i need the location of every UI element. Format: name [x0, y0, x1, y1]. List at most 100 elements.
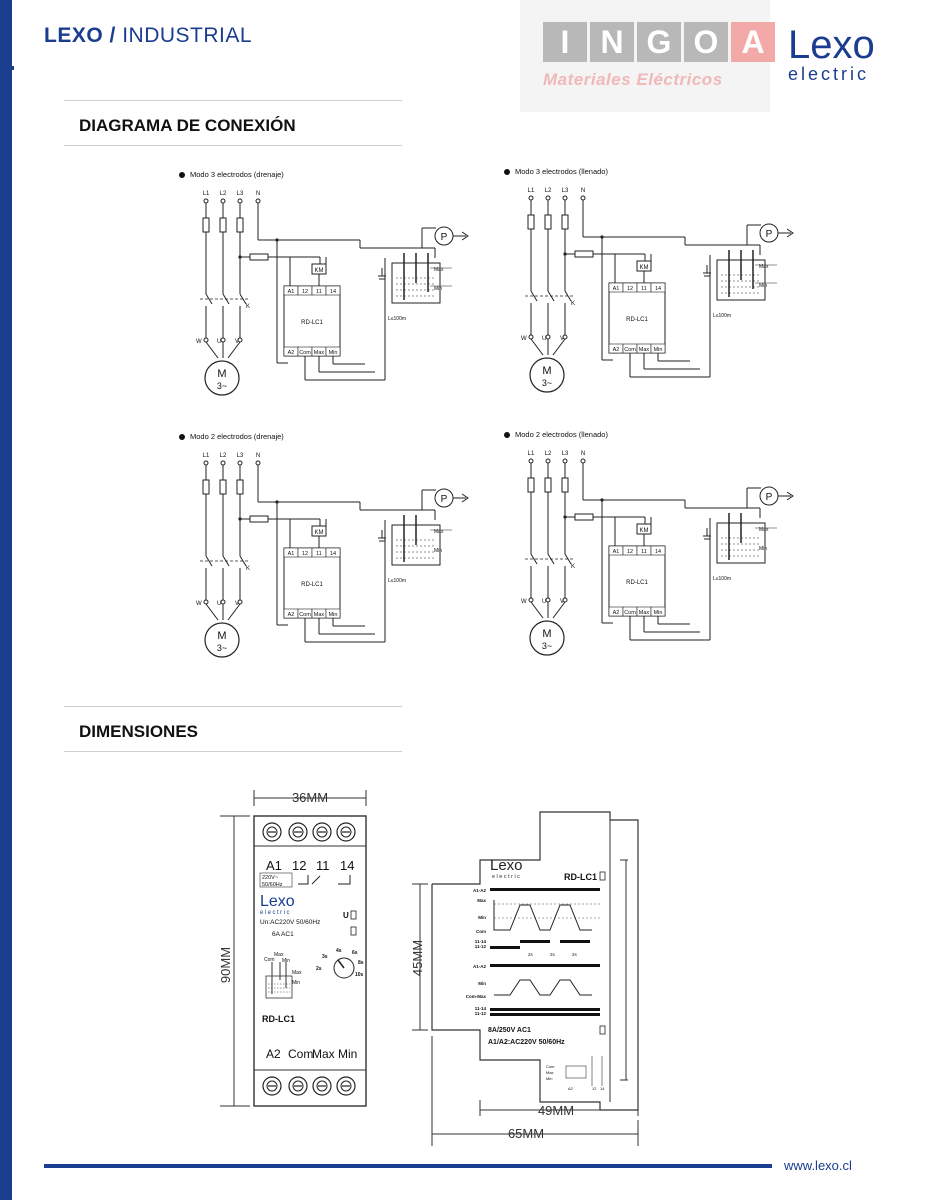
section-divider — [64, 145, 402, 146]
pump-label: P — [441, 232, 448, 243]
max-label: Max — [434, 529, 444, 535]
timing-label: Min — [478, 981, 486, 986]
ingo-letter: O — [684, 22, 728, 62]
terminal-icon — [203, 460, 209, 466]
timing-bar — [490, 888, 600, 891]
brand-title: LEXO / INDUSTRIAL — [44, 24, 253, 47]
timing-label: Com — [476, 929, 486, 934]
line-label: L3 — [237, 191, 244, 197]
timing-bar — [520, 940, 550, 943]
timing-label: Min — [478, 915, 486, 920]
relay-box — [283, 285, 341, 357]
ingo-letter: A — [731, 22, 775, 62]
phase-label: W — [196, 601, 202, 607]
timing-mark: 2s — [572, 952, 578, 957]
footer-url[interactable]: www.lexo.cl — [784, 1158, 852, 1173]
footer-accent-line — [44, 1164, 772, 1168]
dial-label: 2s — [316, 966, 322, 972]
relay-model: RD-LC1 — [626, 580, 648, 586]
front-term-14: 14 — [340, 858, 354, 873]
timing-label: 11-12 — [475, 944, 487, 949]
relay-terminal-label: A2 — [288, 612, 295, 618]
relay-terminal-label: 11 — [641, 549, 647, 555]
line-label: L2 — [545, 451, 552, 457]
side-model: RD-LC1 — [564, 872, 597, 882]
mini-label: Com — [264, 957, 275, 963]
wire — [205, 555, 213, 567]
timing-label: Com-Max — [466, 994, 487, 999]
fuse-icon — [574, 250, 594, 258]
terminal-icon — [220, 460, 226, 466]
front-logo-sub: electric — [260, 910, 291, 916]
front-term-12: 12 — [292, 858, 306, 873]
section-divider — [64, 751, 402, 752]
phase-label: V — [235, 339, 239, 345]
line-label: N — [581, 451, 585, 457]
line-label: L1 — [528, 188, 535, 194]
relay-terminal-label: A2 — [613, 347, 620, 353]
relay-terminal-label: Min — [654, 347, 663, 353]
side-mini-label: 14 — [600, 1086, 605, 1091]
ingo-subtitle: Materiales Eléctricos — [543, 70, 723, 89]
relay-terminal-label: Max — [314, 350, 325, 356]
motor-label: 3~ — [217, 643, 227, 653]
relay-terminal-label: A1 — [288, 289, 295, 295]
min-label: Min — [434, 548, 442, 554]
terminal-icon — [528, 195, 534, 201]
timing-bar — [490, 946, 520, 949]
height-dimension-label: 90MM — [218, 947, 233, 983]
relay-terminal-label: 11 — [641, 286, 647, 292]
line-label: N — [581, 188, 585, 194]
fuse-icon — [249, 515, 269, 523]
terminal-icon — [220, 198, 226, 204]
ingo-logo: I N G O A — [543, 22, 775, 62]
timing-bar — [490, 1013, 600, 1016]
wire — [530, 290, 538, 302]
section-divider — [64, 100, 402, 101]
front-frequency: 50/60Hz — [262, 882, 283, 888]
relay-terminal-label: Com — [624, 347, 636, 353]
side-mini-label: A2 — [568, 1086, 574, 1091]
phase-label: W — [521, 336, 527, 342]
motor-icon — [204, 622, 240, 658]
fuse-icon — [544, 214, 552, 230]
relay-terminal-label: Max — [314, 612, 325, 618]
relay-terminal-label: 14 — [655, 286, 661, 292]
dial-label: 3s — [322, 954, 328, 960]
motor-icon — [204, 360, 240, 396]
contactor-k-label: K — [246, 304, 250, 310]
level-waveform — [494, 979, 592, 996]
timing-label: 11-14 — [475, 1006, 487, 1011]
mini-label: Min — [292, 980, 300, 986]
km-label: KM — [315, 268, 324, 274]
line-label: L3 — [237, 453, 244, 459]
fuse-icon — [574, 513, 594, 521]
side-height-label: 45MM — [410, 940, 425, 976]
front-u-led-label: U — [343, 911, 349, 920]
fuse-icon — [202, 479, 210, 495]
relay-model: RD-LC1 — [301, 320, 323, 326]
phase-label: V — [560, 599, 564, 605]
front-term-max: Max — [312, 1047, 335, 1061]
length-label: L≤100m — [713, 576, 731, 582]
phase-label: U — [542, 336, 546, 342]
phase-label: V — [235, 601, 239, 607]
level-waveform — [493, 900, 592, 931]
terminal-icon — [203, 599, 209, 605]
side-mini-label: 12 — [592, 1086, 597, 1091]
max-label: Max — [759, 527, 769, 533]
diagram-title: Modo 2 electrodos (drenaje) — [190, 432, 284, 441]
terminal-icon — [237, 460, 243, 466]
section-divider — [64, 706, 402, 707]
relay-terminal-label: Min — [329, 350, 338, 356]
wire — [227, 341, 241, 359]
front-term-11: 11 — [316, 858, 330, 873]
motor-label: M — [217, 368, 226, 380]
timing-label: A1-A2 — [473, 964, 487, 969]
dial-label: 10s — [355, 972, 364, 978]
flow-arrow-icon — [453, 231, 469, 241]
wire — [552, 338, 566, 356]
wire — [205, 293, 213, 305]
motor-label: 3~ — [542, 378, 552, 388]
